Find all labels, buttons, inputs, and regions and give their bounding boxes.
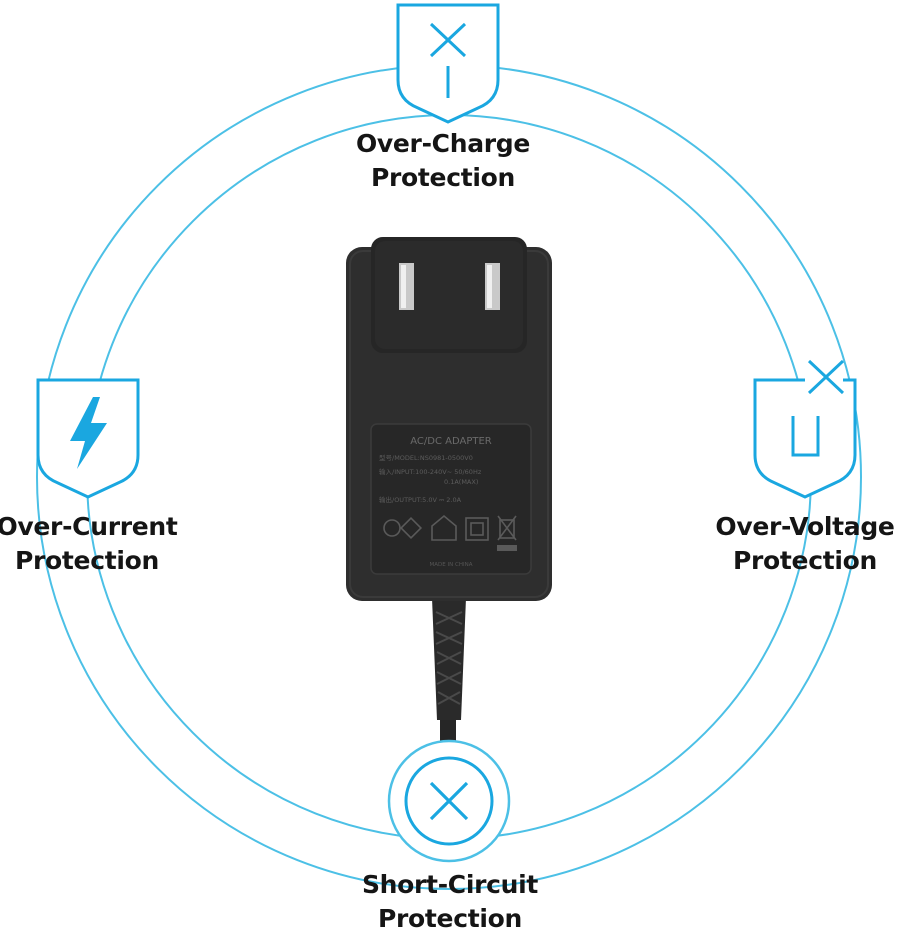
feature-label-line2: Protection bbox=[14, 546, 160, 575]
feature-label-over-charge: Over-Charge Protection bbox=[298, 127, 588, 195]
adapter-label-line: 型号/MODEL:NS0981-0500V0 bbox=[379, 453, 473, 462]
feature-label-line1: Over-Current bbox=[0, 512, 178, 541]
shield-voltage-icon bbox=[753, 359, 857, 499]
adapter-label-line: 输出/OUTPUT:5.0V ⎓ 2.0A bbox=[379, 495, 462, 504]
power-adapter: AC/DC ADAPTER 型号/MODEL:NS0981-0500V0 输入/… bbox=[346, 237, 552, 760]
feature-label-line2: Protection bbox=[732, 546, 878, 575]
shield-lightning-icon bbox=[36, 378, 140, 499]
feature-label-over-current: Over-Current Protection bbox=[0, 510, 182, 578]
feature-label-short-circuit: Short-Circuit Protection bbox=[305, 868, 595, 936]
certification-marks bbox=[383, 514, 517, 541]
feature-label-line2: Protection bbox=[377, 904, 523, 933]
feature-label-line1: Short-Circuit bbox=[361, 870, 539, 899]
adapter-label-panel bbox=[370, 423, 532, 575]
feature-label-line1: Over-Charge bbox=[355, 129, 531, 158]
feature-label-line2: Protection bbox=[370, 163, 516, 192]
feature-label-line1: Over-Voltage bbox=[715, 512, 895, 541]
adapter-label-title: AC/DC ADAPTER bbox=[410, 436, 492, 447]
adapter-label-line: 输入/INPUT:100-240V~ 50/60Hz bbox=[379, 467, 482, 476]
shield-charge-icon bbox=[396, 3, 500, 124]
circle-x-icon bbox=[387, 739, 511, 863]
feature-label-over-voltage: Over-Voltage Protection bbox=[710, 510, 897, 578]
adapter-label-line: 0.1A(MAX) bbox=[444, 478, 478, 486]
adapter-label-footer: MADE IN CHINA bbox=[430, 562, 473, 568]
